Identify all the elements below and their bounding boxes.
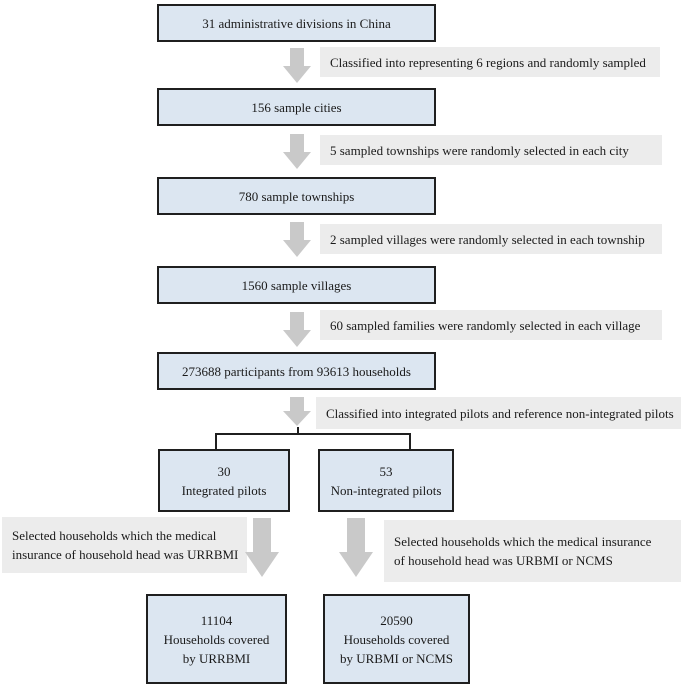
- outcome-label: Households covered: [163, 631, 270, 647]
- non-integrated-pilots-box: 53 Non-integrated pilots: [318, 449, 454, 512]
- branch-connector: [409, 433, 411, 450]
- step-box-villages: 1560 sample villages: [157, 266, 436, 304]
- integrated-pilots-box: 30 Integrated pilots: [158, 449, 290, 512]
- down-arrow-icon: [283, 48, 311, 83]
- step-note: 60 sampled families were randomly select…: [320, 310, 662, 340]
- outcome-box-urbmi-ncms: 20590 Households covered by URBMI or NCM…: [323, 594, 470, 684]
- outcome-label: by URRBMI: [182, 650, 251, 666]
- step-box-townships: 780 sample townships: [157, 177, 436, 215]
- outcome-label: by URBMI or NCMS: [339, 650, 454, 666]
- branch-connector: [297, 427, 299, 435]
- branch-connector: [215, 433, 217, 450]
- down-arrow-icon: [245, 518, 279, 577]
- branch-connector: [215, 433, 411, 435]
- down-arrow-icon: [283, 222, 311, 257]
- selection-note-right: Selected households which the medical in…: [384, 520, 681, 582]
- step-note: Classified into integrated pilots and re…: [316, 397, 681, 429]
- step-label: 273688 participants from 93613 household…: [182, 363, 411, 379]
- selection-note-left: Selected households which the medical in…: [2, 517, 247, 573]
- down-arrow-icon: [283, 397, 311, 426]
- pilot-label: Integrated pilots: [181, 482, 267, 498]
- step-note: Classified into representing 6 regions a…: [320, 47, 660, 77]
- step-label: 156 sample cities: [251, 99, 342, 115]
- outcome-count: 11104: [200, 612, 233, 628]
- step-label: 780 sample townships: [238, 188, 355, 204]
- pilot-count: 30: [217, 463, 231, 479]
- step-note: 5 sampled townships were randomly select…: [320, 135, 662, 165]
- outcome-count: 20590: [380, 612, 413, 628]
- pilot-label: Non-integrated pilots: [330, 482, 442, 498]
- down-arrow-icon: [283, 312, 311, 347]
- step-label: 1560 sample villages: [241, 277, 352, 293]
- down-arrow-icon: [283, 134, 311, 169]
- down-arrow-icon: [339, 518, 373, 577]
- step-box-participants: 273688 participants from 93613 household…: [157, 352, 436, 390]
- step-box-cities: 156 sample cities: [157, 88, 436, 126]
- pilot-count: 53: [379, 463, 393, 479]
- outcome-box-urrbmi: 11104 Households covered by URRBMI: [146, 594, 287, 684]
- step-box-divisions: 31 administrative divisions in China: [157, 4, 436, 42]
- step-label: 31 administrative divisions in China: [202, 15, 391, 31]
- outcome-label: Households covered: [343, 631, 450, 647]
- step-note: 2 sampled villages were randomly selecte…: [320, 224, 662, 254]
